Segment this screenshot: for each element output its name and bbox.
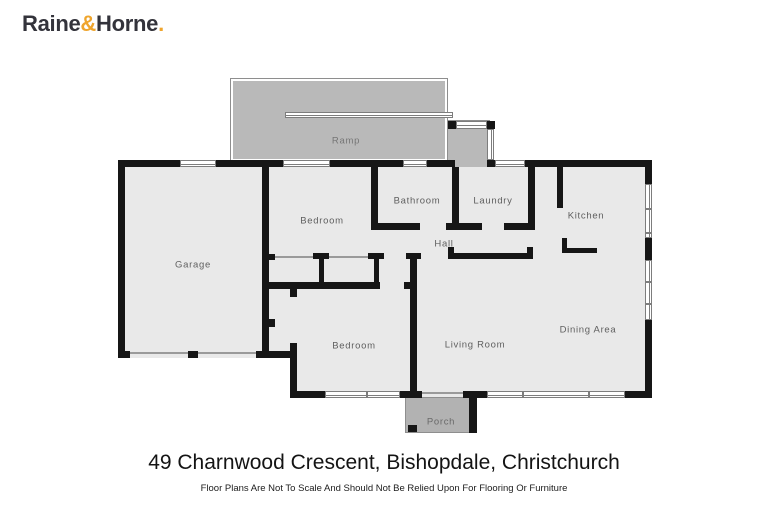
house-floor-lower xyxy=(290,355,652,398)
rail-post xyxy=(448,121,456,129)
wall-top xyxy=(525,160,652,167)
rail-post xyxy=(487,160,495,167)
wall-bedroom-left xyxy=(290,343,297,398)
door-frame xyxy=(269,319,275,327)
window-mullion xyxy=(646,303,651,305)
kitchen-window-right xyxy=(645,184,652,238)
wall-bedroom-living xyxy=(410,255,417,398)
closet-door-line xyxy=(275,256,313,258)
ramp-entry-opening xyxy=(455,160,487,167)
window-mullion xyxy=(646,232,651,234)
laundry-window xyxy=(495,160,525,167)
wall-hall-bottom xyxy=(448,253,533,259)
closet-divider xyxy=(319,259,324,282)
closet-door-line xyxy=(329,256,368,258)
landing-rail-top xyxy=(456,121,487,129)
bedroom-window-bottom xyxy=(325,391,400,398)
living-dining-window xyxy=(487,391,625,398)
wall-garage-bottom xyxy=(256,351,297,358)
wall-kitchen-left xyxy=(557,167,563,208)
wall-right xyxy=(645,160,652,184)
porch-post xyxy=(408,425,417,432)
room-label-ramp: Ramp xyxy=(331,135,361,147)
wall-top xyxy=(427,160,455,167)
wall-bath-laundry xyxy=(452,167,459,230)
wall-hall-bottom-cap xyxy=(527,247,533,253)
wall-top xyxy=(118,160,180,167)
window-mullion xyxy=(646,281,651,283)
wall-closet-bottom xyxy=(262,282,380,289)
wall-garage-divider xyxy=(262,167,269,358)
landing-rail-right xyxy=(487,129,494,160)
house-floor-upper xyxy=(118,160,652,358)
wall-bathroom-bottom xyxy=(371,223,420,230)
room-label-porch: Porch xyxy=(426,416,456,428)
wall-right xyxy=(645,320,652,398)
wall-hall-bottom-cap xyxy=(448,247,454,253)
window-mullion xyxy=(366,392,368,397)
wall-top xyxy=(216,160,283,167)
porch-door-line xyxy=(422,392,463,394)
room-label-living-room: Living Room xyxy=(444,339,506,351)
wall-bathroom-left xyxy=(371,167,378,230)
ramp-area xyxy=(230,78,448,162)
wall-bottom xyxy=(290,391,325,398)
property-address: 49 Charnwood Crescent, Bishopdale, Chris… xyxy=(148,451,620,474)
wall-bottom xyxy=(625,391,652,398)
bedroom-window xyxy=(283,160,330,167)
wall-garage-bottom xyxy=(118,351,130,358)
ramp-rail xyxy=(285,112,453,118)
dining-window-right xyxy=(645,260,652,320)
disclaimer-text: Floor Plans Are Not To Scale And Should … xyxy=(200,483,568,494)
wall-laundry-bottom xyxy=(504,223,535,230)
closet-divider-cap xyxy=(368,253,384,259)
room-label-dining-area: Dining Area xyxy=(559,324,617,336)
kitchen-counter xyxy=(562,248,597,253)
logo-horne: Horne xyxy=(96,11,159,36)
room-label-bedroom-bottom: Bedroom xyxy=(332,340,376,352)
garage-door-post xyxy=(188,351,198,358)
room-label-bathroom: Bathroom xyxy=(393,195,441,207)
garage-window xyxy=(180,160,216,167)
wall-bottom xyxy=(463,391,487,398)
wall-laundry-kitchen xyxy=(528,167,535,228)
raine-horne-logo: Raine&Horne. xyxy=(22,11,164,37)
room-label-laundry: Laundry xyxy=(473,195,513,207)
kitchen-counter xyxy=(562,238,567,253)
logo-raine: Raine xyxy=(22,11,81,36)
room-label-kitchen: Kitchen xyxy=(567,210,605,222)
wall-porch-right xyxy=(469,395,477,433)
closet-divider-cap xyxy=(313,253,329,259)
wall-hall-top xyxy=(446,223,482,230)
wall-right xyxy=(645,238,652,260)
room-label-bedroom-top: Bedroom xyxy=(300,215,344,227)
door-frame xyxy=(290,288,297,297)
closet-divider xyxy=(374,259,379,282)
room-label-garage: Garage xyxy=(175,259,211,271)
window-mullion xyxy=(522,392,524,397)
rail-post xyxy=(487,121,495,129)
bathroom-window xyxy=(403,160,427,167)
wall-left xyxy=(118,160,125,358)
logo-ampersand: & xyxy=(80,11,97,36)
room-label-hall: Hall xyxy=(434,238,454,250)
wall-top xyxy=(330,160,403,167)
door-frame xyxy=(404,282,410,289)
door-frame xyxy=(269,254,275,260)
window-mullion xyxy=(646,208,651,210)
logo-period: . xyxy=(158,11,164,36)
window-mullion xyxy=(588,392,590,397)
